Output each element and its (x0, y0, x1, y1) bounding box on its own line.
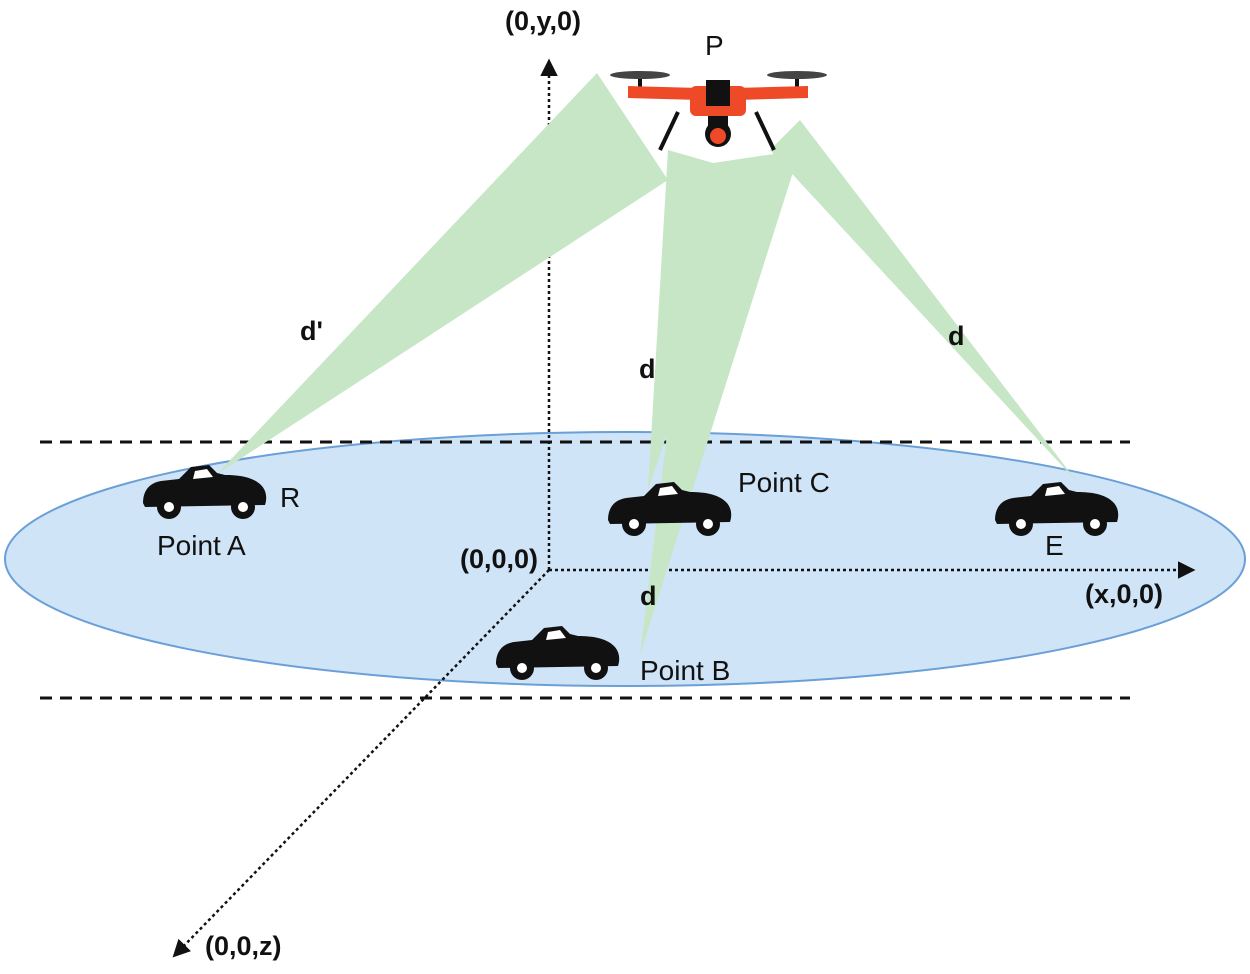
beam-to-point-b (640, 150, 800, 655)
distance-label-point-e: d (948, 321, 965, 351)
point-c-label: Point C (738, 467, 830, 498)
coverage-ground-ellipse (4, 431, 1246, 687)
origin-label: (0,0,0) (460, 544, 538, 574)
drone-label: P (705, 30, 724, 61)
beam-to-point-a (217, 73, 668, 474)
point-b-label: Point B (640, 655, 730, 686)
distance-label-point-c: d (639, 354, 656, 384)
distance-label-point-b: d (640, 581, 657, 611)
point-a-tag: R (280, 482, 300, 513)
x-axis-label: (x,0,0) (1085, 579, 1163, 609)
distance-label-point-a: d' (300, 316, 323, 346)
beam-to-point-e (770, 120, 1078, 483)
drone-icon (610, 71, 827, 151)
point-e-tag: E (1045, 530, 1064, 561)
y-axis-label: (0,y,0) (505, 6, 581, 36)
point-a-label: Point A (157, 530, 246, 561)
z-axis-label: (0,0,z) (205, 931, 282, 961)
